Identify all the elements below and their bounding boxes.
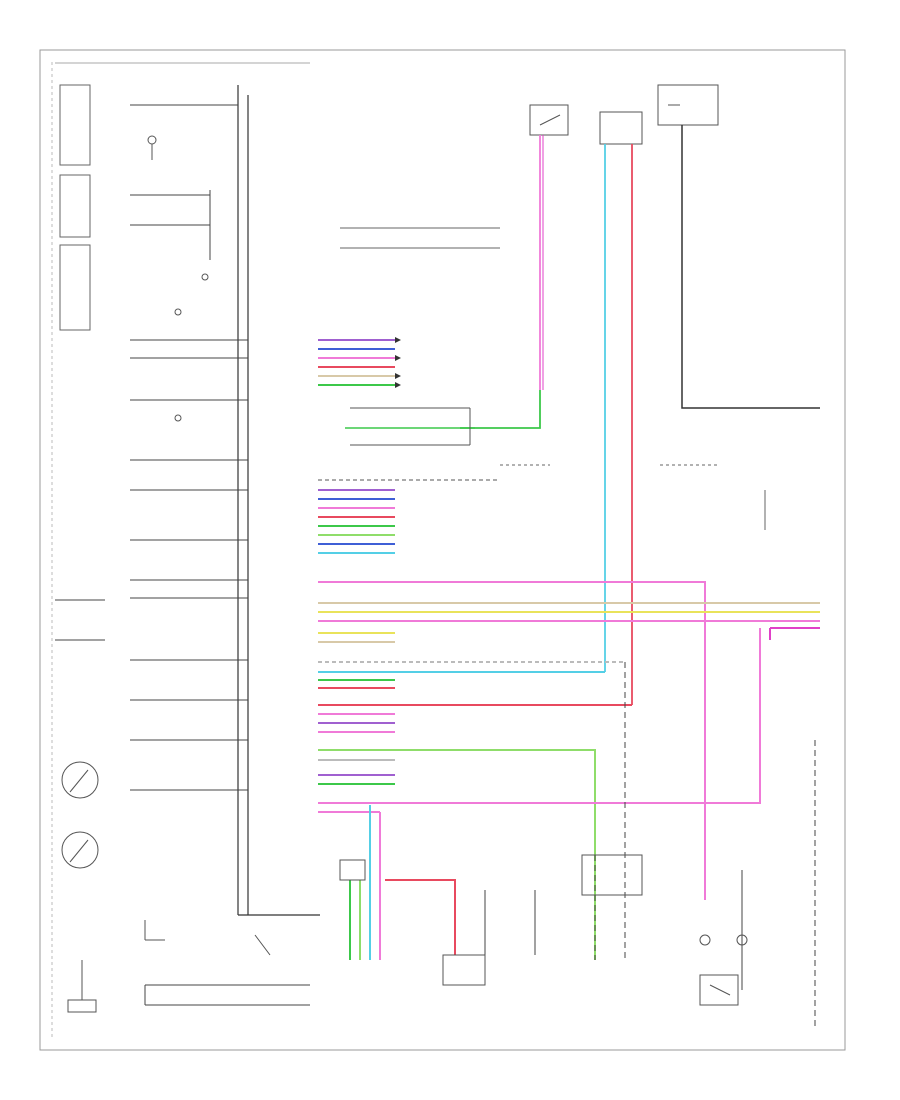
wire-group-bottom: [318, 628, 761, 960]
cluster-bottom-wires: [144, 984, 310, 1006]
bottom-drops: [349, 662, 816, 1030]
left-connector-boxes: [59, 84, 91, 331]
cluster-internal-wires: [55, 104, 248, 791]
wire-group-upper-arrows: [395, 337, 401, 388]
cluster-components: [61, 135, 271, 1013]
cluster-bus: [237, 85, 320, 916]
wire-group-long: [318, 581, 820, 900]
bottom-components: [339, 854, 748, 1006]
diagram-frame: [39, 49, 846, 1051]
wire-group-middle: [318, 479, 500, 554]
wire-group-lower: [318, 661, 632, 733]
shield-component: [345, 407, 475, 446]
right-components: [500, 464, 766, 530]
top-component-wires: [460, 125, 820, 705]
top-components: [529, 84, 719, 145]
top-notes: [340, 227, 500, 249]
wire-group-upper: [318, 339, 395, 386]
